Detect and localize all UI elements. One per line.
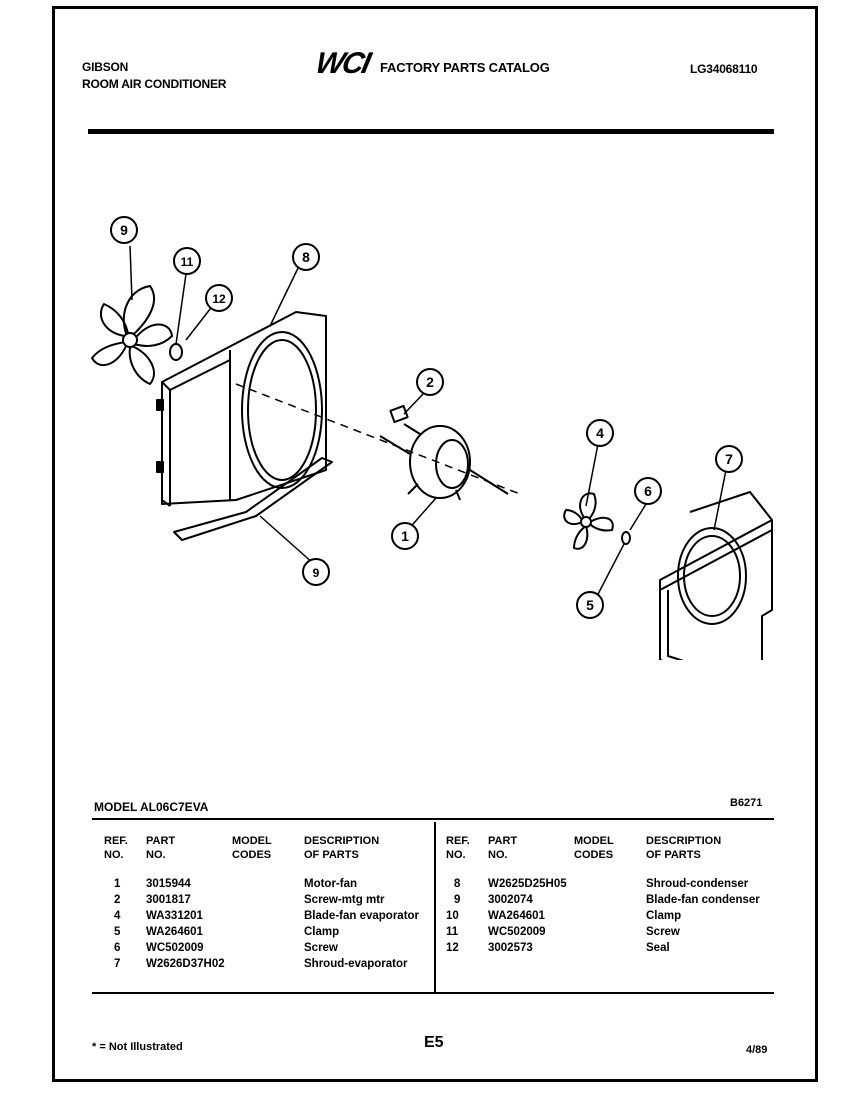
callout-8: 8 bbox=[292, 243, 320, 271]
header-ref-left: REF.NO. bbox=[104, 835, 128, 861]
svg-text:12: 12 bbox=[212, 292, 226, 306]
callout-6: 6 bbox=[634, 477, 662, 505]
svg-text:9: 9 bbox=[313, 566, 320, 580]
condenser-shroud bbox=[156, 311, 327, 507]
diagram-ref-code: B6271 bbox=[730, 797, 763, 809]
model-label: MODEL AL06C7EVA bbox=[94, 800, 209, 814]
catalog-title: FACTORY PARTS CATALOG bbox=[380, 60, 550, 75]
svg-text:5: 5 bbox=[586, 597, 594, 613]
seal-strip bbox=[173, 457, 333, 541]
header-ref-right: REF.NO. bbox=[446, 835, 470, 861]
page-frame bbox=[52, 6, 818, 1082]
callout-4: 4 bbox=[586, 419, 614, 447]
clamp-part bbox=[169, 343, 183, 361]
wci-logo: WCI bbox=[312, 47, 372, 80]
evaporator-fan-blade bbox=[563, 492, 614, 550]
svg-text:2: 2 bbox=[426, 374, 434, 390]
product-name: ROOM AIR CONDITIONER bbox=[82, 77, 227, 91]
callout-1: 1 bbox=[391, 522, 419, 550]
svg-text:9: 9 bbox=[120, 222, 128, 238]
catalog-number: LG34068110 bbox=[690, 62, 758, 76]
svg-text:8: 8 bbox=[302, 249, 310, 265]
table-bottom-rule bbox=[92, 992, 774, 994]
catalog-date: 4/89 bbox=[746, 1044, 768, 1056]
evaporator-clamp bbox=[621, 531, 631, 545]
exploded-parts-diagram: 9 11 12 8 2 1 9 4 6 5 7 bbox=[91, 216, 773, 660]
callout-11: 12 bbox=[205, 284, 233, 312]
svg-text:4: 4 bbox=[596, 425, 604, 441]
header-rule bbox=[88, 129, 774, 134]
callout-10: 11 bbox=[173, 247, 201, 275]
svg-text:7: 7 bbox=[725, 451, 733, 467]
table-column-divider bbox=[434, 822, 436, 994]
svg-text:1: 1 bbox=[401, 528, 409, 544]
brand-name: GIBSON bbox=[82, 60, 129, 74]
callout-9: 9 bbox=[110, 216, 138, 244]
condenser-fan-blade bbox=[91, 285, 173, 385]
fan-motor bbox=[379, 404, 509, 501]
evaporator-shroud bbox=[659, 491, 773, 660]
callout-7: 7 bbox=[715, 445, 743, 473]
svg-text:11: 11 bbox=[181, 255, 194, 269]
table-top-rule bbox=[92, 818, 774, 820]
not-illustrated-note: * = Not Illustrated bbox=[92, 1041, 183, 1053]
svg-text:6: 6 bbox=[644, 483, 652, 499]
callout-2: 2 bbox=[416, 368, 444, 396]
callout-12: 9 bbox=[302, 558, 330, 586]
page-number: E5 bbox=[424, 1034, 444, 1051]
callout-5: 5 bbox=[576, 591, 604, 619]
